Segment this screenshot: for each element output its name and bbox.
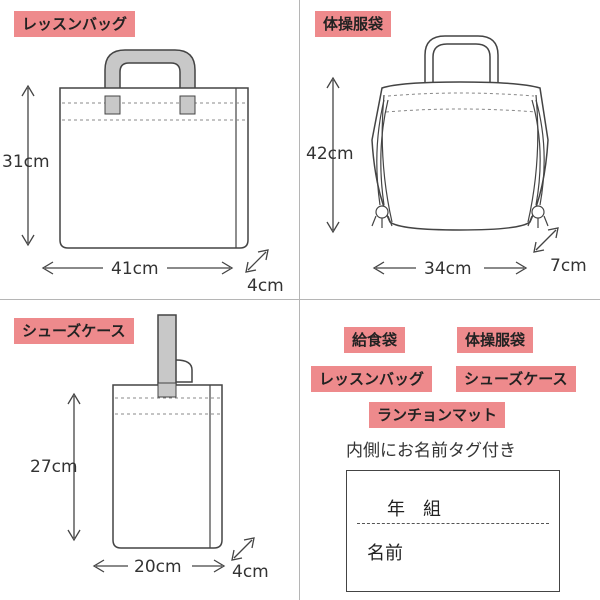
- lesson-bag-label: レッスンバッグ: [14, 11, 136, 37]
- shoe-case-illustration: [67, 314, 255, 573]
- name-tag-name-line: 名前: [367, 543, 403, 564]
- vertical-divider: [299, 0, 300, 600]
- name-tag-note: 内側にお名前タグ付き: [346, 441, 516, 461]
- name-tag-separator: [357, 523, 549, 524]
- lesson-bag-handle-tab-left: [104, 95, 121, 115]
- shoe-case-label: シューズケース: [14, 318, 134, 344]
- shoe-case-width: 20cm: [134, 557, 182, 577]
- shoe-case-depth: 4cm: [232, 562, 269, 582]
- shoe-case-height: 27cm: [30, 457, 78, 477]
- gym-bag-depth-arrow: [535, 229, 557, 251]
- name-tag-class-line: 年 組: [387, 499, 441, 520]
- gym-bag-height: 42cm: [306, 144, 354, 164]
- lesson-bag-handle-tab-right: [179, 95, 196, 115]
- gym-bag-width: 34cm: [424, 259, 472, 279]
- tag-item-lunch-bag: 給食袋: [344, 327, 406, 353]
- name-tag-illustration: 年 組 名前: [346, 470, 560, 592]
- gym-bag-depth: 7cm: [550, 256, 587, 276]
- gym-bag-handle: [424, 35, 499, 85]
- tag-item-lunch-mat: ランチョンマット: [369, 402, 506, 428]
- gym-bag-label: 体操服袋: [315, 11, 392, 37]
- shoe-case-body: [112, 384, 223, 549]
- gym-bag-knot-left: [375, 205, 389, 219]
- shoe-case-ring: [175, 359, 193, 383]
- gym-bag-knot-right: [531, 205, 545, 219]
- lesson-bag-illustration: [21, 49, 269, 275]
- lesson-bag-width: 41cm: [111, 259, 159, 279]
- tag-item-gym-bag: 体操服袋: [457, 327, 534, 353]
- tag-item-shoe-case: シューズケース: [456, 366, 576, 392]
- gym-bag-illustration: [326, 35, 559, 275]
- lesson-bag-body: [59, 87, 249, 249]
- tag-item-lesson-bag: レッスンバッグ: [311, 366, 433, 392]
- shoe-case-depth-arrow: [233, 539, 253, 559]
- gym-bag-drawstring-right: [535, 99, 545, 206]
- horizontal-divider: [0, 299, 600, 300]
- gym-bag-body: [371, 81, 549, 231]
- shoe-case-strap: [157, 314, 177, 393]
- gym-bag-drawstring-left: [376, 99, 385, 206]
- lesson-bag-depth-arrow: [247, 251, 267, 271]
- lesson-bag-depth: 4cm: [247, 276, 284, 296]
- lesson-bag-height: 31cm: [2, 152, 50, 172]
